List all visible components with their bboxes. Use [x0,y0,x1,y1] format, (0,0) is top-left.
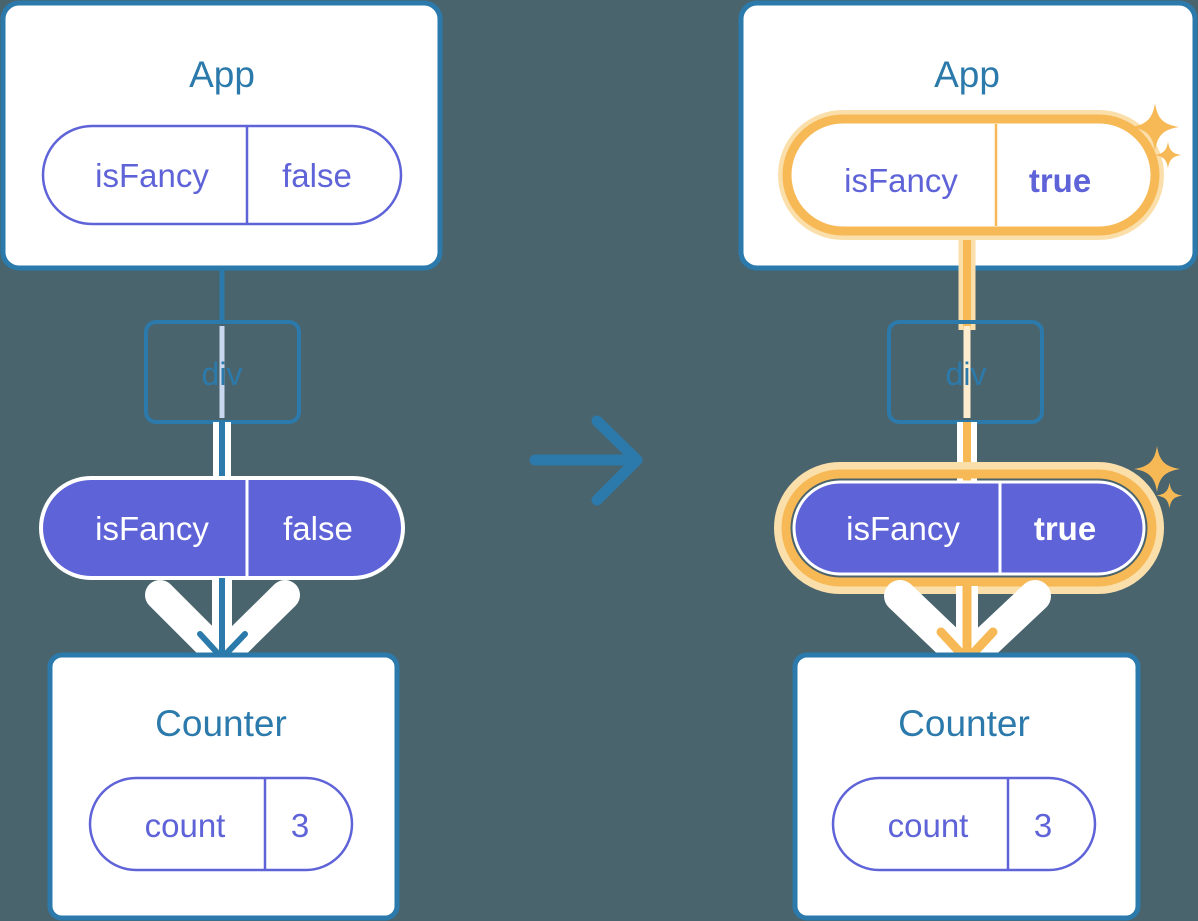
transition-arrow-right-icon [529,415,643,506]
counter-state-value: 3 [291,807,309,844]
prop-pill-after[interactable]: isFancy true [774,462,1164,594]
app-state-value: false [282,157,352,194]
card-app-after-title: App [934,54,1000,95]
prop-after-key: isFancy [846,510,960,547]
counter-state-pill-after-body [831,776,1097,872]
edge-prop-to-counter-after [884,580,1051,676]
counter-state-key: count [145,807,226,844]
app-state-after-value: true [1029,162,1091,199]
prop-pill-after-body [792,480,1146,576]
edge-prop-to-counter [145,578,300,672]
card-counter-title: Counter [155,703,287,744]
card-counter[interactable]: Counter count 3 [47,652,400,921]
counter-state-pill-body [88,776,354,872]
card-div-after-label: div [946,356,987,392]
card-counter-after-title: Counter [898,703,1030,744]
card-div-label: div [202,356,243,392]
prop-key: isFancy [95,510,209,547]
card-div[interactable]: div [144,320,301,424]
counter-state-after-key: count [888,807,969,844]
prop-after-value: true [1034,510,1096,547]
app-state-key: isFancy [95,157,209,194]
prop-pill[interactable]: isFancy false [39,476,405,580]
sparkle-small-icon-2 [1156,482,1183,509]
prop-value: false [283,510,353,547]
app-state-after-key: isFancy [844,162,958,199]
app-state-pill[interactable]: isFancy false [41,124,403,226]
app-state-pill-after-body [782,114,1160,236]
counter-state-after-value: 3 [1034,807,1052,844]
app-state-pill-after[interactable]: isFancy true [778,110,1164,240]
card-app-title: App [189,54,255,95]
card-counter-after[interactable]: Counter count 3 [792,652,1141,921]
card-div-after[interactable]: div [887,320,1044,424]
panel-after: App isFancy true [738,0,1198,921]
counter-state-pill[interactable]: count 3 [88,776,354,872]
card-app[interactable]: App isFancy false [0,0,443,271]
panel-before: App isFancy false div [0,0,443,921]
app-state-pill-body [41,124,403,226]
counter-state-pill-after[interactable]: count 3 [831,776,1097,872]
